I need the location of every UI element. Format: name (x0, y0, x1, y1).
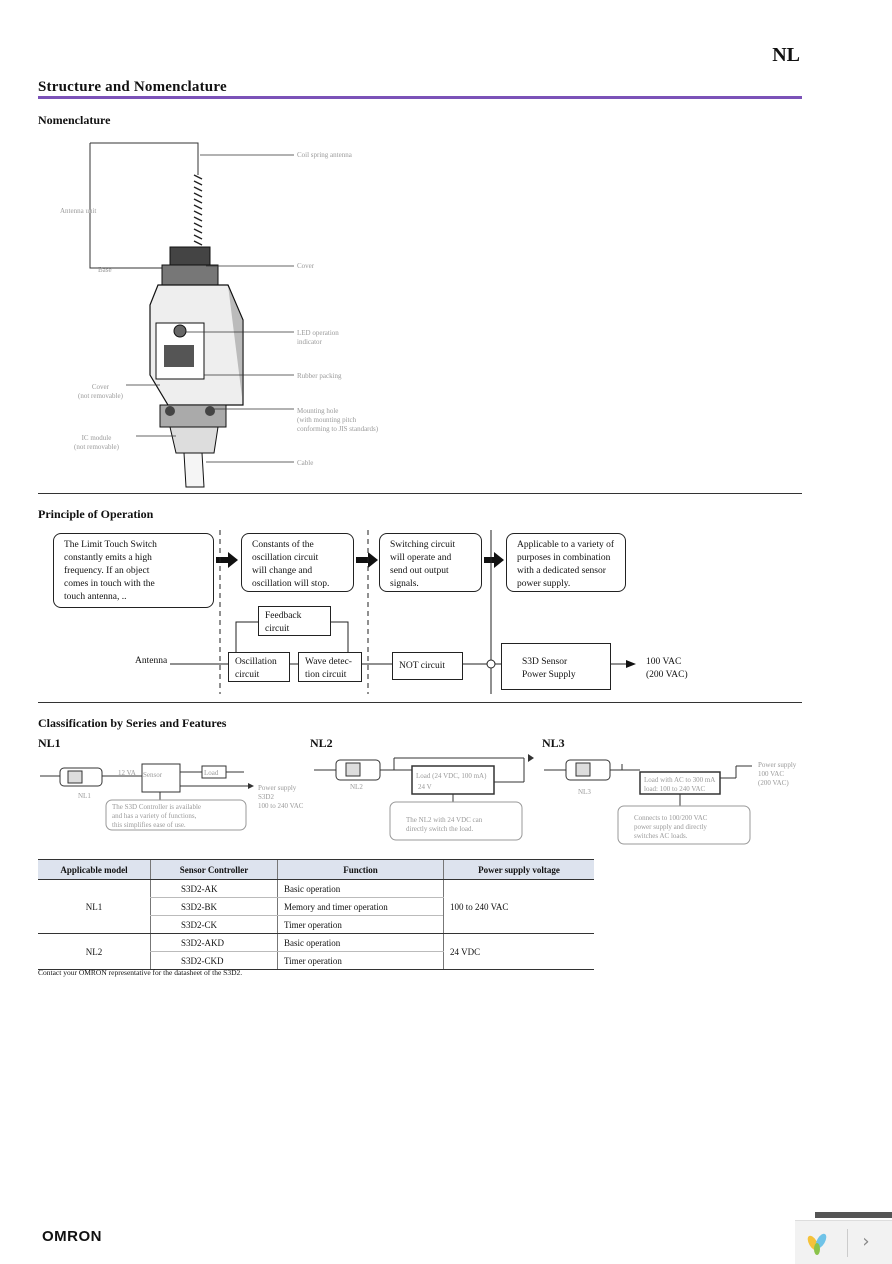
table-row: S3D2-CKD Timer operation (38, 951, 594, 970)
series-nl2-title: NL2 (310, 736, 333, 750)
block-oscillation: Oscillation circuit (228, 652, 290, 682)
cell-function: Memory and timer operation (277, 897, 444, 916)
divider-1 (38, 493, 802, 494)
operation-heading: Principle of Operation (38, 507, 154, 521)
nl2-load-label: Load (24 VDC, 100 mA) (416, 772, 487, 780)
label-cover: Cover (297, 262, 315, 270)
label-mounting-hole: Mounting hole (with mounting pitch confo… (297, 407, 379, 433)
table-row: S3D2-BK Memory and timer operation (38, 897, 594, 916)
cell-voltage-nl1: 100 to 240 VAC (443, 879, 594, 934)
nl1-description: The S3D Controller is available and has … (112, 803, 202, 829)
nl3-wiring-diagram (544, 759, 752, 845)
label-base: Base (98, 266, 112, 274)
cell-model-nl1: NL1 (38, 879, 151, 934)
label-coil-spring-antenna: Coil spring antenna (297, 151, 352, 159)
block-wave-detection: Wave detec- tion circuit (298, 652, 362, 682)
series-code: NL (772, 44, 800, 66)
table-row: NL1 S3D2-AK Basic operation 100 to 240 V… (38, 879, 594, 934)
nl3-description: Connects to 100/200 VAC power supply and… (634, 814, 708, 840)
block-not-circuit: NOT circuit (392, 652, 463, 680)
op-step-3: Switching circuit will operate and send … (379, 533, 482, 592)
app-flower-icon[interactable] (803, 1229, 831, 1257)
next-page-arrow-icon[interactable]: › (847, 1229, 884, 1257)
viewer-nav-widget: › (795, 1220, 892, 1264)
cell-function: Timer operation (277, 915, 444, 934)
footer-bar (815, 1212, 892, 1218)
cell-voltage-nl2: 24 VDC (443, 933, 594, 970)
classification-table: Applicable model Sensor Controller Funct… (38, 859, 594, 970)
label-antenna-unit: Antenna unit (60, 207, 97, 215)
section-title: Structure and Nomenclature (38, 79, 227, 95)
nl2-device-label: NL2 (350, 783, 363, 791)
label-cover-not-removable: Cover (not removable) (78, 383, 123, 400)
nl1-wiring-diagram (40, 763, 254, 831)
nl2-wiring-diagram (314, 754, 534, 841)
header-sensor-controller: Sensor Controller (150, 859, 278, 880)
cell-model-nl2: NL2 (38, 933, 151, 970)
op-step-1: The Limit Touch Switch constantly emits … (53, 533, 214, 608)
series-nl3-title: NL3 (542, 736, 565, 750)
header-function: Function (277, 859, 444, 880)
cell-function: Basic operation (277, 933, 444, 952)
block-feedback: Feedback circuit (258, 606, 331, 636)
nl1-power-label: Power supply S3D2 100 to 240 VAC (258, 784, 304, 810)
divider-2 (38, 702, 802, 703)
nl2-description: The NL2 with 24 VDC can directly switch … (406, 816, 483, 833)
output-voltage-label: 100 VAC (200 VAC) (646, 657, 688, 680)
operation-diagram (170, 530, 636, 694)
label-rubber-packing: Rubber packing (297, 372, 342, 380)
nl3-device-label: NL3 (578, 788, 591, 796)
table-header-row: Applicable model Sensor Controller Funct… (38, 859, 594, 880)
nl3-load-label: Load with AC to 300 mA load: 100 to 240 … (644, 776, 716, 793)
label-cable: Cable (297, 459, 314, 467)
label-ic-module: IC module (not removable) (74, 434, 119, 451)
cell-function: Timer operation (277, 951, 444, 970)
antenna-label: Antenna (135, 656, 168, 666)
cell-controller: S3D2-CK (150, 915, 278, 934)
op-step-4: Applicable to a variety of purposes in c… (506, 533, 626, 592)
header-power-supply: Power supply voltage (443, 859, 594, 880)
nl1-va-label: 12 VA (118, 769, 136, 777)
cell-function: Basic operation (277, 879, 444, 898)
cell-controller: S3D2-AK (150, 879, 278, 898)
cell-controller: S3D2-BK (150, 897, 278, 916)
label-led-indicator: LED operation indicator (297, 329, 339, 346)
table-row: S3D2-CK Timer operation (38, 915, 594, 934)
nl1-load-label: Load (204, 769, 219, 777)
table-row: NL2 S3D2-AKD Basic operation 24 VDC (38, 933, 594, 970)
nl1-sensor-label: Sensor (143, 771, 163, 779)
switch-illustration (89, 142, 294, 488)
nl3-power-label: Power supply 100 VAC (200 VAC) (758, 761, 797, 787)
series-nl1-title: NL1 (38, 736, 61, 750)
nl2-volt-label: 24 V (418, 783, 432, 791)
nl1-device-label: NL1 (78, 792, 91, 800)
cell-controller: S3D2-CKD (150, 951, 278, 970)
cell-controller: S3D2-AKD (150, 933, 278, 952)
nomenclature-heading: Nomenclature (38, 113, 111, 127)
classification-heading: Classification by Series and Features (38, 716, 227, 730)
header-applicable-model: Applicable model (38, 859, 151, 880)
op-step-2: Constants of the oscillation circuit wil… (241, 533, 354, 592)
omron-logo: OMRON (42, 1228, 102, 1245)
block-s3d-power: S3D Sensor Power Supply (501, 643, 611, 690)
title-rule (38, 96, 802, 99)
table-note: Contact your OMRON representative for th… (38, 968, 243, 977)
